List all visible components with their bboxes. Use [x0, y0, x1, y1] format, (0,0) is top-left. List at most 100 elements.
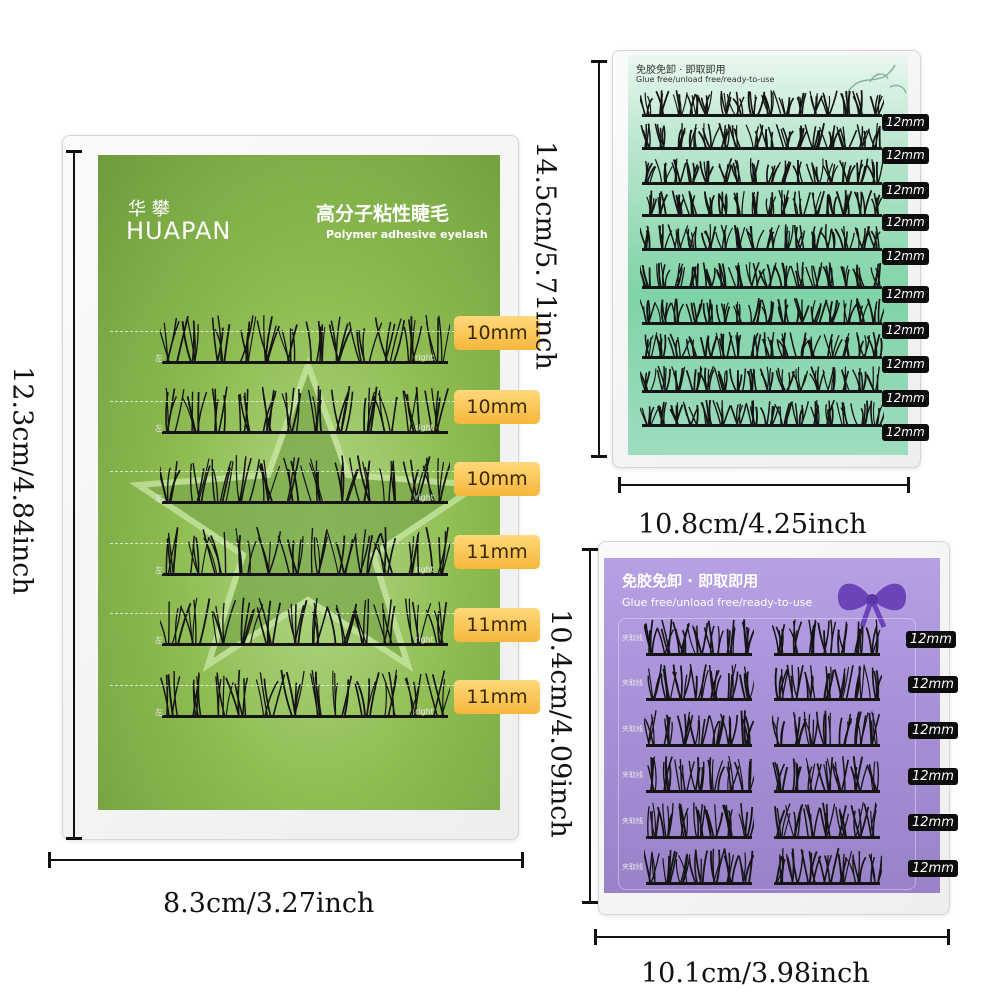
lash-strip-row [772, 800, 882, 844]
row-hint: 夹取线 [622, 679, 643, 687]
bottom-right-height-label: 10.4cm/4.09inch [544, 609, 576, 838]
left-hint: 左 [155, 424, 163, 433]
row-hint: 夹取线 [622, 725, 643, 733]
lash-strip-row [642, 708, 755, 752]
floral-decoration [844, 64, 907, 98]
row-hint: 夹取线 [622, 863, 643, 871]
guide-line [110, 401, 500, 402]
length-tag: 12mm [908, 676, 958, 693]
left-width-bar [48, 852, 524, 868]
lash-strip-row [644, 662, 756, 706]
length-tag: 12mm [882, 114, 929, 131]
lash-strip-row [638, 398, 886, 432]
bottom-right-lash-card: 免胶免卸 · 即取即用 Glue free/unload free/ready-… [604, 558, 940, 893]
right-hint: right [415, 423, 434, 432]
length-label: 10mm [454, 390, 540, 424]
left-height-label: 12.3cm/4.84inch [6, 366, 38, 595]
length-tag: 12mm [882, 286, 929, 303]
bottom-right-width-label: 10.1cm/3.98inch [641, 958, 870, 989]
lash-strip-row [639, 296, 889, 330]
length-tag: 12mm [882, 390, 929, 407]
brand-cn: 华 攀 [128, 199, 170, 220]
lash-strip-row: 左 right [110, 313, 500, 369]
lash-strip-row [638, 260, 884, 294]
guide-line [110, 331, 500, 332]
top-right-header-en: Glue free/unload free/ready-to-use [636, 75, 775, 84]
lash-strip-row [638, 364, 884, 398]
length-tag: 12mm [908, 722, 958, 739]
left-hint: 左 [155, 636, 163, 645]
guide-line [110, 613, 500, 614]
top-right-width-label: 10.8cm/4.25inch [638, 509, 867, 540]
row-hint: 夹取线 [622, 817, 643, 825]
product-subtitle-en: Polymer adhesive eyelash [326, 228, 488, 241]
top-right-header-cn: 免胶免卸 · 即取即用 [636, 65, 726, 76]
bottom-right-width-bar [594, 929, 950, 945]
guide-line [110, 543, 500, 544]
lash-strip-row: 左 right [110, 667, 500, 723]
lash-strip-row: 左 right [110, 595, 500, 651]
right-hint: right [415, 635, 434, 644]
lash-strip-row [644, 800, 756, 844]
lash-strip-row: 左 right [110, 453, 500, 509]
length-tag: 12mm [882, 424, 929, 441]
row-hint: 夹取线 [622, 771, 643, 779]
length-tag: 12mm [906, 631, 956, 648]
left-height-bar [66, 150, 82, 840]
length-tag: 12mm [882, 356, 929, 373]
lash-strip-row [640, 121, 884, 155]
lash-strip-row [638, 88, 887, 122]
product-title-cn: 高分子粘性睫毛 [316, 203, 450, 225]
lash-strip-row [772, 754, 882, 798]
length-label: 10mm [454, 316, 540, 350]
top-right-lash-card: 免胶免卸 · 即取即用 Glue free/unload free/ready-… [628, 55, 908, 455]
lash-strip-row [638, 222, 884, 256]
length-tag: 12mm [882, 248, 929, 265]
lash-strip-row [642, 846, 755, 890]
right-hint: right [415, 565, 434, 574]
star-highlight [129, 356, 487, 673]
left-hint: 左 [155, 566, 163, 575]
lash-strip-row: 左 right [110, 383, 500, 439]
length-label: 11mm [454, 680, 540, 714]
lash-strip-row [772, 662, 883, 706]
left-hint: 左 [155, 354, 163, 363]
lash-strip-row [771, 708, 882, 752]
lash-tray [618, 618, 916, 890]
length-label: 10mm [454, 462, 540, 496]
guide-line [110, 471, 500, 472]
lash-strip-row: 左 right [110, 525, 500, 581]
lash-strip-row [771, 617, 882, 661]
left-hint: 左 [155, 494, 163, 503]
length-tag: 12mm [882, 214, 929, 231]
length-label: 11mm [454, 608, 540, 642]
left-lash-card: 华 攀 HUAPAN 高分子粘性睫毛 Polymer adhesive eyel… [98, 155, 500, 810]
lash-strip-row [643, 617, 757, 661]
lash-strip-row [644, 754, 758, 798]
bow-decoration [837, 583, 907, 628]
row-hint: 夹取线 [622, 634, 643, 642]
lash-strip-row [772, 846, 886, 890]
bottom-right-header-en: Glue free/unload free/ready-to-use [622, 596, 813, 609]
lash-strip-row [640, 330, 884, 364]
top-right-height-label: 14.5cm/5.71inch [529, 141, 561, 370]
top-right-width-bar [618, 477, 910, 493]
right-hint: right [415, 493, 434, 502]
lash-strip-row [640, 188, 884, 222]
left-width-label: 8.3cm/3.27inch [163, 888, 375, 919]
length-tag: 12mm [882, 182, 929, 199]
length-label: 11mm [454, 535, 540, 569]
brand-en: HUAPAN [126, 217, 232, 245]
top-right-height-bar [591, 60, 607, 458]
right-hint: right [415, 353, 434, 362]
right-hint: right [415, 707, 434, 716]
length-tag: 12mm [882, 147, 929, 164]
length-tag: 12mm [908, 814, 958, 831]
length-tag: 12mm [908, 768, 958, 785]
length-tag: 12mm [908, 860, 958, 877]
left-hint: 左 [155, 708, 163, 717]
bottom-right-header-cn: 免胶免卸 · 即取即用 [622, 572, 759, 590]
guide-line [110, 685, 500, 686]
lash-strip-row [640, 156, 884, 190]
length-tag: 12mm [882, 322, 929, 339]
